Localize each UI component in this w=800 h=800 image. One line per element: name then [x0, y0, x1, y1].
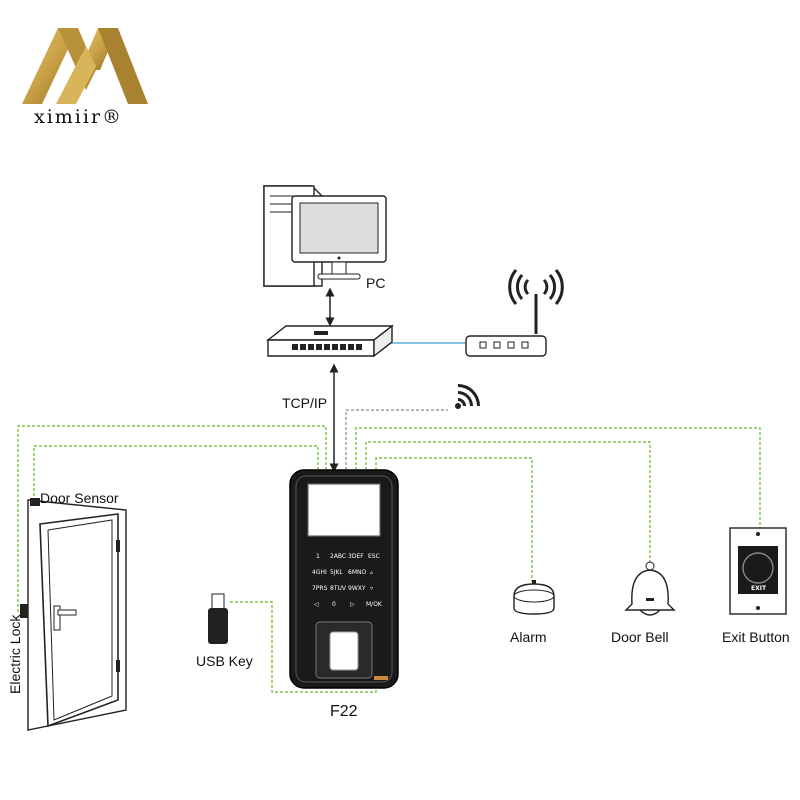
door-icon — [20, 498, 127, 731]
door-bell-label: Door Bell — [611, 629, 669, 645]
keypad-key: 1 — [316, 553, 320, 560]
electric-lock-wire — [17, 425, 327, 612]
keypad-key: 8TUV — [330, 585, 347, 592]
door-sensor-label: Door Sensor — [40, 490, 119, 506]
network-switch-icon — [265, 324, 395, 358]
keypad-key: ▿ — [370, 585, 373, 592]
keypad-key: ESC — [368, 553, 380, 560]
keypad-key: 5JKL — [330, 569, 344, 576]
door-bell-wire — [365, 441, 651, 565]
exit-button-label: Exit Button — [722, 629, 790, 645]
electric-lock-label: Electric Lock — [7, 614, 23, 694]
logo-mark-icon — [22, 28, 148, 104]
wiring — [17, 287, 761, 693]
wifi-router-icon — [465, 269, 564, 357]
alarm-label: Alarm — [510, 629, 547, 645]
keypad-key: 4GHI — [312, 569, 327, 576]
f22-terminal-device — [289, 469, 399, 689]
usb-key-wire — [230, 601, 377, 693]
exit-button-icon — [729, 527, 787, 615]
brand-logo: ximiir® — [22, 28, 148, 128]
keypad: 1 2ABC 3DEF ESC 4GHI 5JKL 6MNO ▵ 7PRS 8T… — [312, 553, 383, 608]
fingerprint-sensor-icon — [329, 631, 359, 671]
wifi-signal-icon — [455, 384, 480, 409]
keypad-key: ▵ — [370, 569, 373, 576]
door-sensor-wire — [33, 445, 319, 505]
exit-button-wire — [355, 427, 761, 530]
exit-plate-text: EXIT — [751, 585, 767, 592]
keypad-key: 2ABC — [330, 553, 346, 560]
wifi-link — [345, 409, 448, 470]
keypad-key: 6MNO — [348, 569, 366, 576]
alarm-wire — [375, 457, 533, 582]
keypad-key: 7PRS — [312, 585, 328, 592]
keypad-key: 9WXY — [348, 585, 366, 592]
tcp-ip-label: TCP/IP — [282, 395, 327, 411]
keypad-key: 0 — [332, 601, 336, 608]
keypad-key: M/OK — [366, 601, 383, 608]
usb-key-label: USB Key — [196, 653, 253, 669]
usb-key-icon — [208, 593, 228, 644]
keypad-key: ▷ — [350, 601, 355, 608]
pc-label: PC — [366, 275, 385, 291]
keypad-key: 3DEF — [348, 553, 364, 560]
door-bell-icon — [624, 561, 676, 616]
alarm-icon — [513, 580, 555, 615]
device-model-label: F22 — [330, 703, 358, 720]
keypad-key: ◁ — [314, 601, 319, 608]
pc-computer-icon — [263, 185, 387, 287]
device-screen — [307, 483, 381, 537]
brand-text: ximiir® — [34, 106, 123, 128]
